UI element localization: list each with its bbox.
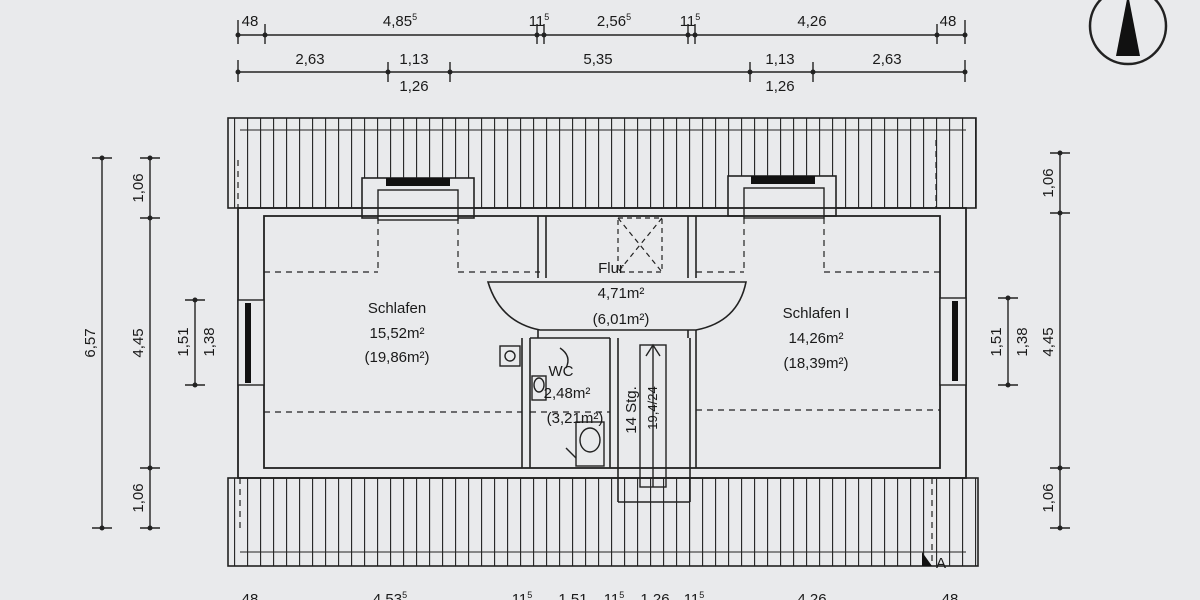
room-area-gross: (6,01m²) xyxy=(593,311,650,328)
room-flur-labels: Flur 4,71m² (6,01m²) xyxy=(593,260,650,328)
dashed-slope-lines xyxy=(237,140,940,565)
room-area: 2,48m² xyxy=(544,385,591,402)
gable-window-left xyxy=(237,299,265,386)
room-area: 4,71m² xyxy=(598,285,645,302)
room-area-gross: (3,21m²) xyxy=(547,410,604,427)
section-marker-label: A xyxy=(936,555,946,572)
dim-label: 1,26 xyxy=(765,78,794,95)
dim-label: 115 xyxy=(512,590,533,600)
room-name: Flur xyxy=(598,260,624,277)
dim-label: 1,38 xyxy=(201,327,218,356)
dim-label: 1,06 xyxy=(130,483,147,512)
dim-label: 1,51 xyxy=(175,327,192,356)
dim-label: 2,63 xyxy=(872,51,901,68)
dim-label: 4,535 xyxy=(373,590,407,600)
dim-label: 1,13 xyxy=(399,51,428,68)
dim-label: 4,45 xyxy=(130,328,147,357)
room-name: WC xyxy=(549,363,574,380)
top-dimension-ticks-1 xyxy=(235,32,968,38)
stair-steps: 14 Stg. xyxy=(623,386,640,434)
dim-label: 1,51 xyxy=(988,327,1005,356)
dim-label: 48 xyxy=(242,591,259,600)
dim-label: 48 xyxy=(942,591,959,600)
dim-label: 5,35 xyxy=(583,51,612,68)
room-wc-labels: WC 2,48m² (3,21m²) xyxy=(544,363,604,427)
gable-window-right xyxy=(939,297,967,386)
roof-top xyxy=(227,117,977,209)
stair-ratio: 19,4/24 xyxy=(645,386,660,429)
stair-labels: 14 Stg. 19,4/24 xyxy=(623,386,660,434)
room-name: Schlafen I xyxy=(783,305,850,322)
dim-label: 2,63 xyxy=(295,51,324,68)
dim-label: 115 xyxy=(529,12,550,30)
dim-label: 2,565 xyxy=(597,12,631,30)
dim-label: 1,06 xyxy=(130,173,147,202)
dim-label: 115 xyxy=(604,590,625,600)
section-marker: A xyxy=(922,552,946,572)
dim-label: 48 xyxy=(940,13,957,30)
dim-label: 4,45 xyxy=(1040,327,1057,356)
dim-label: 115 xyxy=(680,12,701,30)
wc-fixtures xyxy=(499,345,605,467)
dim-label: 1,26 xyxy=(640,591,669,600)
skylight xyxy=(617,217,663,273)
dim-label: 1,13 xyxy=(765,51,794,68)
room-area-gross: (18,39m²) xyxy=(783,355,848,372)
dim-label: 1,38 xyxy=(1014,327,1031,356)
room-area: 15,52m² xyxy=(369,325,424,342)
dormer-left xyxy=(361,177,475,221)
right-dimension-ticks xyxy=(1005,150,1063,531)
right-dimension-chains xyxy=(998,152,1070,529)
top-dimension-labels-1: 48 4,855 115 2,565 115 4,26 48 xyxy=(242,12,957,30)
room-right-labels: Schlafen I 14,26m² (18,39m²) xyxy=(783,305,850,372)
room-area-gross: (19,86m²) xyxy=(364,349,429,366)
left-dimension-labels: 6,57 1,06 4,45 1,06 1,51 1,38 xyxy=(82,173,218,512)
dim-label: 4,26 xyxy=(797,591,826,600)
dim-label: 4,26 xyxy=(797,13,826,30)
dim-label: 48 xyxy=(242,13,259,30)
dim-label: 115 xyxy=(684,590,705,600)
top-dimension-ticks-2 xyxy=(235,69,968,75)
north-arrow-icon xyxy=(1088,0,1168,66)
left-dimension-ticks xyxy=(99,155,198,531)
outer-walls xyxy=(237,207,967,479)
staircase xyxy=(639,343,667,488)
dormer-right xyxy=(727,175,837,219)
dim-label: 1,51 xyxy=(558,591,587,600)
top-dimension-labels-2: 2,63 1,13 1,26 5,35 1,13 1,26 2,63 xyxy=(295,51,901,95)
dim-label: 1,06 xyxy=(1040,483,1057,512)
interior-walls xyxy=(521,216,697,503)
bottom-dimension-labels: 48 4,535 115 1,51 115 1,26 115 4,26 48 xyxy=(242,590,959,600)
right-dimension-labels: 1,06 4,45 1,06 1,51 1,38 xyxy=(988,168,1057,512)
room-left-labels: Schlafen 15,52m² (19,86m²) xyxy=(364,300,429,366)
room-name: Schlafen xyxy=(368,300,426,317)
dim-label: 4,855 xyxy=(383,12,417,30)
dim-label: 1,06 xyxy=(1040,168,1057,197)
dim-label: 6,57 xyxy=(82,328,99,357)
room-area: 14,26m² xyxy=(788,330,843,347)
flur-outline xyxy=(486,281,747,331)
dim-label: 1,26 xyxy=(399,78,428,95)
roof-bottom xyxy=(227,477,979,567)
